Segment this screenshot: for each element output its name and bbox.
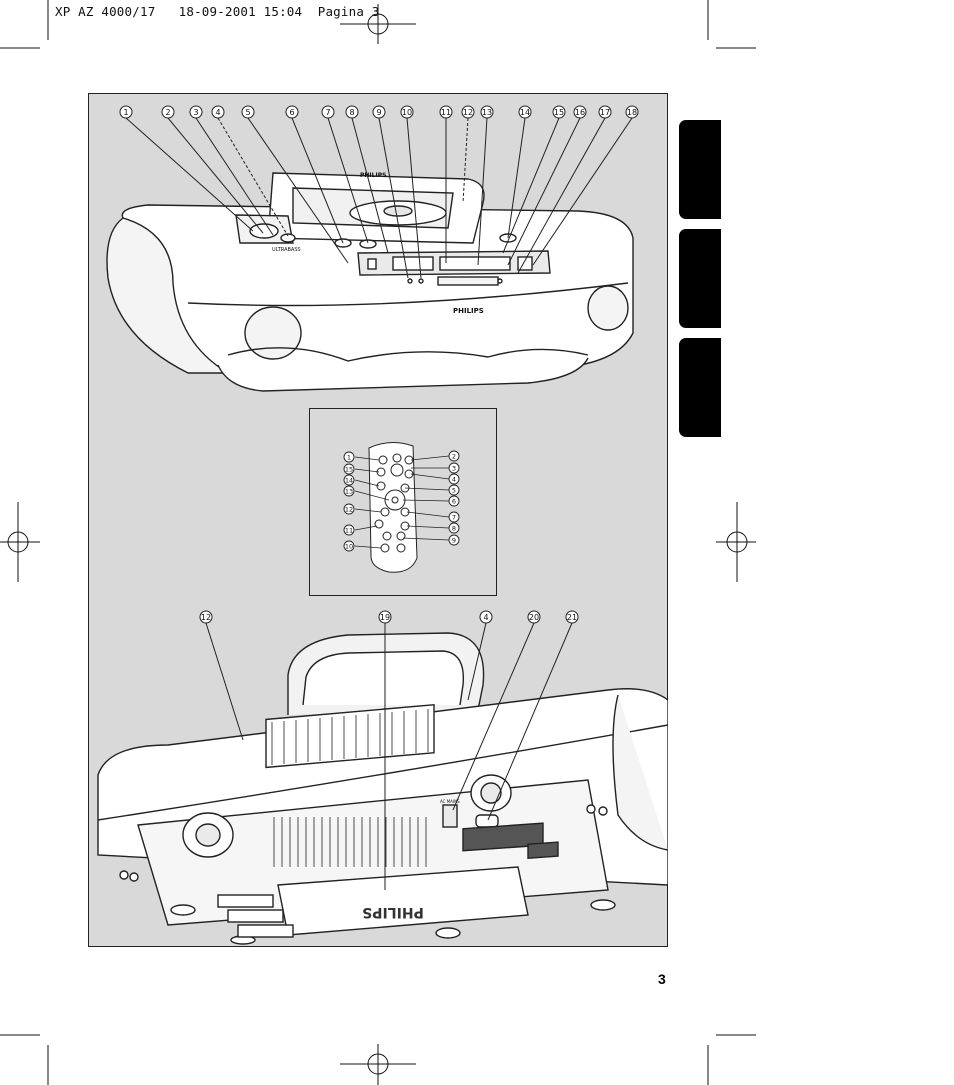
print-header: XP AZ 4000/17 18-09-2001 15:04 Pagina 3 bbox=[55, 4, 380, 19]
brand-logo-rear: PHILIPS bbox=[362, 904, 424, 920]
callout-label: 16 bbox=[575, 108, 585, 117]
callout-label: 1 bbox=[123, 108, 128, 117]
remote-callout-label: 15 bbox=[345, 466, 353, 474]
header-model: XP AZ 4000/17 bbox=[55, 4, 156, 19]
remote-callout-label: 11 bbox=[345, 527, 353, 535]
remote-callout-label: 1 bbox=[347, 454, 351, 462]
callout-label: 4 bbox=[215, 108, 220, 117]
header-time: 15:04 bbox=[263, 4, 303, 19]
remote-callout-label: 2 bbox=[452, 453, 456, 461]
callout-label: 9 bbox=[376, 108, 381, 117]
remote-callout-label: 13 bbox=[345, 488, 353, 496]
callout-label: 15 bbox=[554, 108, 564, 117]
rear-callout-label: 4 bbox=[483, 613, 488, 622]
remote-callout-label: 5 bbox=[452, 487, 456, 495]
figure-front-view: 1 2 3 4 5 6 7 8 9 10 11 12 13 14 15 16 1… bbox=[106, 105, 639, 392]
remote-callout-label: 12 bbox=[345, 506, 353, 514]
callout-label: 2 bbox=[165, 108, 170, 117]
rear-callout-label: 21 bbox=[567, 613, 577, 622]
page-number: 3 bbox=[658, 971, 666, 987]
rear-callout-label: 19 bbox=[380, 613, 390, 622]
rear-callout-label: 12 bbox=[201, 613, 211, 622]
language-tab bbox=[679, 229, 721, 328]
rear-callout-label: 20 bbox=[529, 613, 539, 622]
callout-label: 13 bbox=[482, 108, 492, 117]
figure-remote-control: 1 15 14 13 12 11 10 2 3 4 5 6 7 8 9 bbox=[309, 408, 497, 596]
language-tab bbox=[679, 120, 721, 219]
callout-label: 11 bbox=[441, 108, 451, 117]
remote-callout-label: 7 bbox=[452, 514, 456, 522]
brand-logo-front: PHILIPS bbox=[453, 307, 484, 315]
remote-callout-label: 3 bbox=[452, 465, 456, 473]
callout-label: 17 bbox=[600, 108, 610, 117]
callout-label: 3 bbox=[193, 108, 198, 117]
figure-rear-view: 12 19 4 20 21 AC MAINS PHILIPS bbox=[97, 610, 668, 945]
callout-label: 12 bbox=[463, 108, 473, 117]
ultrabass-label: ULTRABASS bbox=[272, 247, 301, 253]
remote-callout-label: 9 bbox=[452, 537, 456, 545]
header-date: 18-09-2001 bbox=[178, 4, 256, 19]
remote-callout-label: 6 bbox=[452, 498, 456, 506]
callout-label: 18 bbox=[627, 108, 637, 117]
remote-callout-label: 14 bbox=[345, 477, 353, 485]
header-page-label: Pagina 3 bbox=[317, 4, 380, 19]
remote-callout-label: 4 bbox=[452, 476, 456, 484]
ac-mains-label: AC MAINS bbox=[440, 799, 460, 804]
callout-label: 6 bbox=[289, 108, 294, 117]
language-tab bbox=[679, 338, 721, 437]
callout-label: 7 bbox=[325, 108, 330, 117]
remote-callout-label: 10 bbox=[345, 543, 353, 551]
remote-callout-label: 8 bbox=[452, 525, 456, 533]
callout-label: 5 bbox=[245, 108, 250, 117]
callout-label: 10 bbox=[402, 108, 412, 117]
callout-label: 8 bbox=[349, 108, 354, 117]
brand-logo-top: PHILIPS bbox=[360, 172, 386, 179]
callout-label: 14 bbox=[520, 108, 530, 117]
